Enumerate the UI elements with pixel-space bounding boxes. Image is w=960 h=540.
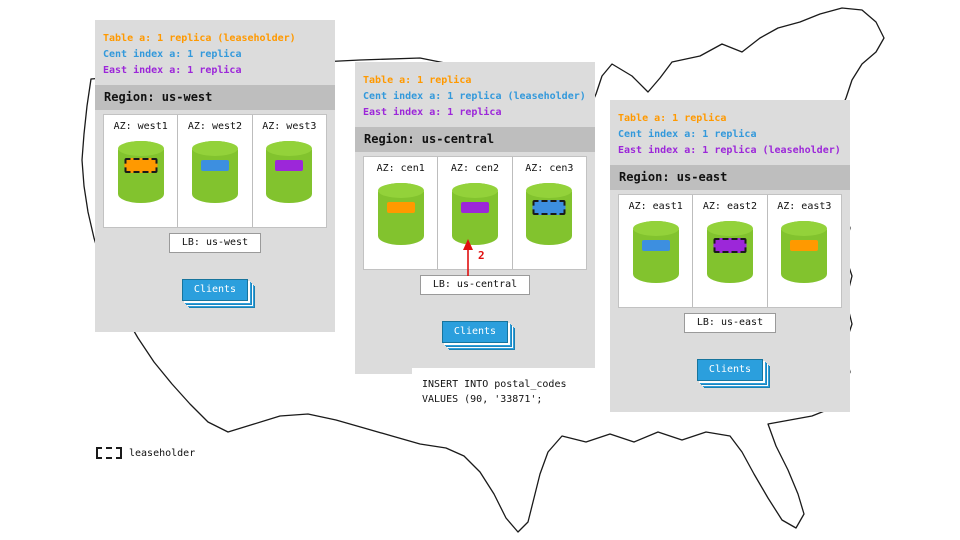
annotation-cent-index: Cent index a: 1 replica xyxy=(103,49,242,60)
database-cylinder xyxy=(781,221,828,283)
replica-range xyxy=(460,202,489,213)
az-label: AZ: east2 xyxy=(702,201,758,212)
annotation-table: Table a: 1 replica xyxy=(618,113,727,124)
az-label: AZ: cen3 xyxy=(525,163,574,174)
database-cylinder xyxy=(266,141,313,203)
arrow-head xyxy=(463,239,473,250)
az-column-cen1: AZ: cen1 xyxy=(364,157,439,269)
cylinder-top xyxy=(632,221,679,236)
database-cylinder xyxy=(632,221,679,283)
leaseholder-legend: leaseholder xyxy=(96,447,195,459)
region-panel-us-east: Table a: 1 replica Cent index a: 1 repli… xyxy=(610,100,850,412)
replica-range xyxy=(790,240,819,251)
az-label: AZ: west2 xyxy=(187,121,243,132)
replica-annotations: Table a: 1 replica (leaseholder) Cent in… xyxy=(95,20,335,79)
insert-arrow xyxy=(463,239,473,276)
replica-range xyxy=(532,200,566,215)
load-balancer: LB: us-west xyxy=(168,233,262,253)
sql-statement: INSERT INTO postal_codes VALUES (90, '33… xyxy=(412,368,604,422)
leaseholder-swatch xyxy=(96,447,122,459)
cylinder-top xyxy=(266,141,313,156)
replica-range xyxy=(641,240,670,251)
annotation-table: Table a: 1 replica xyxy=(363,75,472,86)
replica-annotations: Table a: 1 replica Cent index a: 1 repli… xyxy=(355,62,595,121)
database-cylinder xyxy=(377,183,424,245)
cylinder-top xyxy=(781,221,828,236)
az-column-west1: AZ: west1 xyxy=(104,115,179,227)
sql-line-2: VALUES (90, '33871'; xyxy=(422,394,543,405)
az-label: AZ: east3 xyxy=(777,201,832,212)
region-title: Region: us-east xyxy=(610,165,850,190)
annotation-cent-index: Cent index a: 1 replica (leaseholder) xyxy=(363,91,586,102)
replica-range xyxy=(200,160,229,171)
clients-button: Clients xyxy=(182,279,248,301)
database-cylinder xyxy=(451,183,498,245)
az-label: AZ: cen2 xyxy=(450,163,500,174)
annotation-east-index: East index a: 1 replica (leaseholder) xyxy=(618,145,841,156)
clients-button: Clients xyxy=(442,321,508,343)
clients-button: Clients xyxy=(697,359,763,381)
az-container: AZ: west1 AZ: west2 AZ: west3 xyxy=(103,114,327,228)
database-cylinder xyxy=(526,183,573,245)
cylinder-top xyxy=(451,183,498,198)
az-column-east3: AZ: east3 xyxy=(768,195,841,307)
replica-range xyxy=(124,158,158,173)
region-panel-us-central: Table a: 1 replica Cent index a: 1 repli… xyxy=(355,62,595,374)
az-label: AZ: west3 xyxy=(262,121,317,132)
az-label: AZ: cen1 xyxy=(376,163,425,174)
annotation-cent-index: Cent index a: 1 replica xyxy=(618,129,757,140)
az-container: AZ: east1 AZ: east2 AZ: east3 xyxy=(618,194,842,308)
az-label: AZ: east1 xyxy=(628,201,683,212)
cylinder-top xyxy=(191,141,238,156)
az-column-east2: AZ: east2 xyxy=(693,195,768,307)
load-balancer: LB: us-central xyxy=(419,275,531,295)
database-cylinder xyxy=(706,221,753,283)
cylinder-top xyxy=(526,183,573,198)
replica-range xyxy=(275,160,304,171)
region-panel-us-west: Table a: 1 replica (leaseholder) Cent in… xyxy=(95,20,335,332)
cylinder-top xyxy=(377,183,424,198)
az-column-east1: AZ: east1 xyxy=(619,195,694,307)
cylinder-top xyxy=(706,221,753,236)
az-column-west3: AZ: west3 xyxy=(253,115,326,227)
az-container: AZ: cen1 AZ: cen2 AZ: cen3 xyxy=(363,156,587,270)
database-cylinder xyxy=(117,141,164,203)
region-title: Region: us-west xyxy=(95,85,335,110)
az-column-cen2: AZ: cen2 xyxy=(438,157,513,269)
az-label: AZ: west1 xyxy=(113,121,168,132)
database-cylinder xyxy=(191,141,238,203)
az-column-cen3: AZ: cen3 xyxy=(513,157,586,269)
replica-range xyxy=(386,202,415,213)
sql-line-1: INSERT INTO postal_codes xyxy=(422,379,567,390)
leaseholder-label: leaseholder xyxy=(129,447,196,459)
arrow-step-label: 2 xyxy=(478,249,485,262)
annotation-east-index: East index a: 1 replica xyxy=(103,65,242,76)
load-balancer: LB: us-east xyxy=(683,313,777,333)
region-title: Region: us-central xyxy=(355,127,595,152)
az-column-west2: AZ: west2 xyxy=(178,115,253,227)
annotation-east-index: East index a: 1 replica xyxy=(363,107,502,118)
annotation-table: Table a: 1 replica (leaseholder) xyxy=(103,33,296,44)
replica-range xyxy=(713,238,747,253)
cylinder-top xyxy=(117,141,164,156)
replica-annotations: Table a: 1 replica Cent index a: 1 repli… xyxy=(610,100,850,159)
